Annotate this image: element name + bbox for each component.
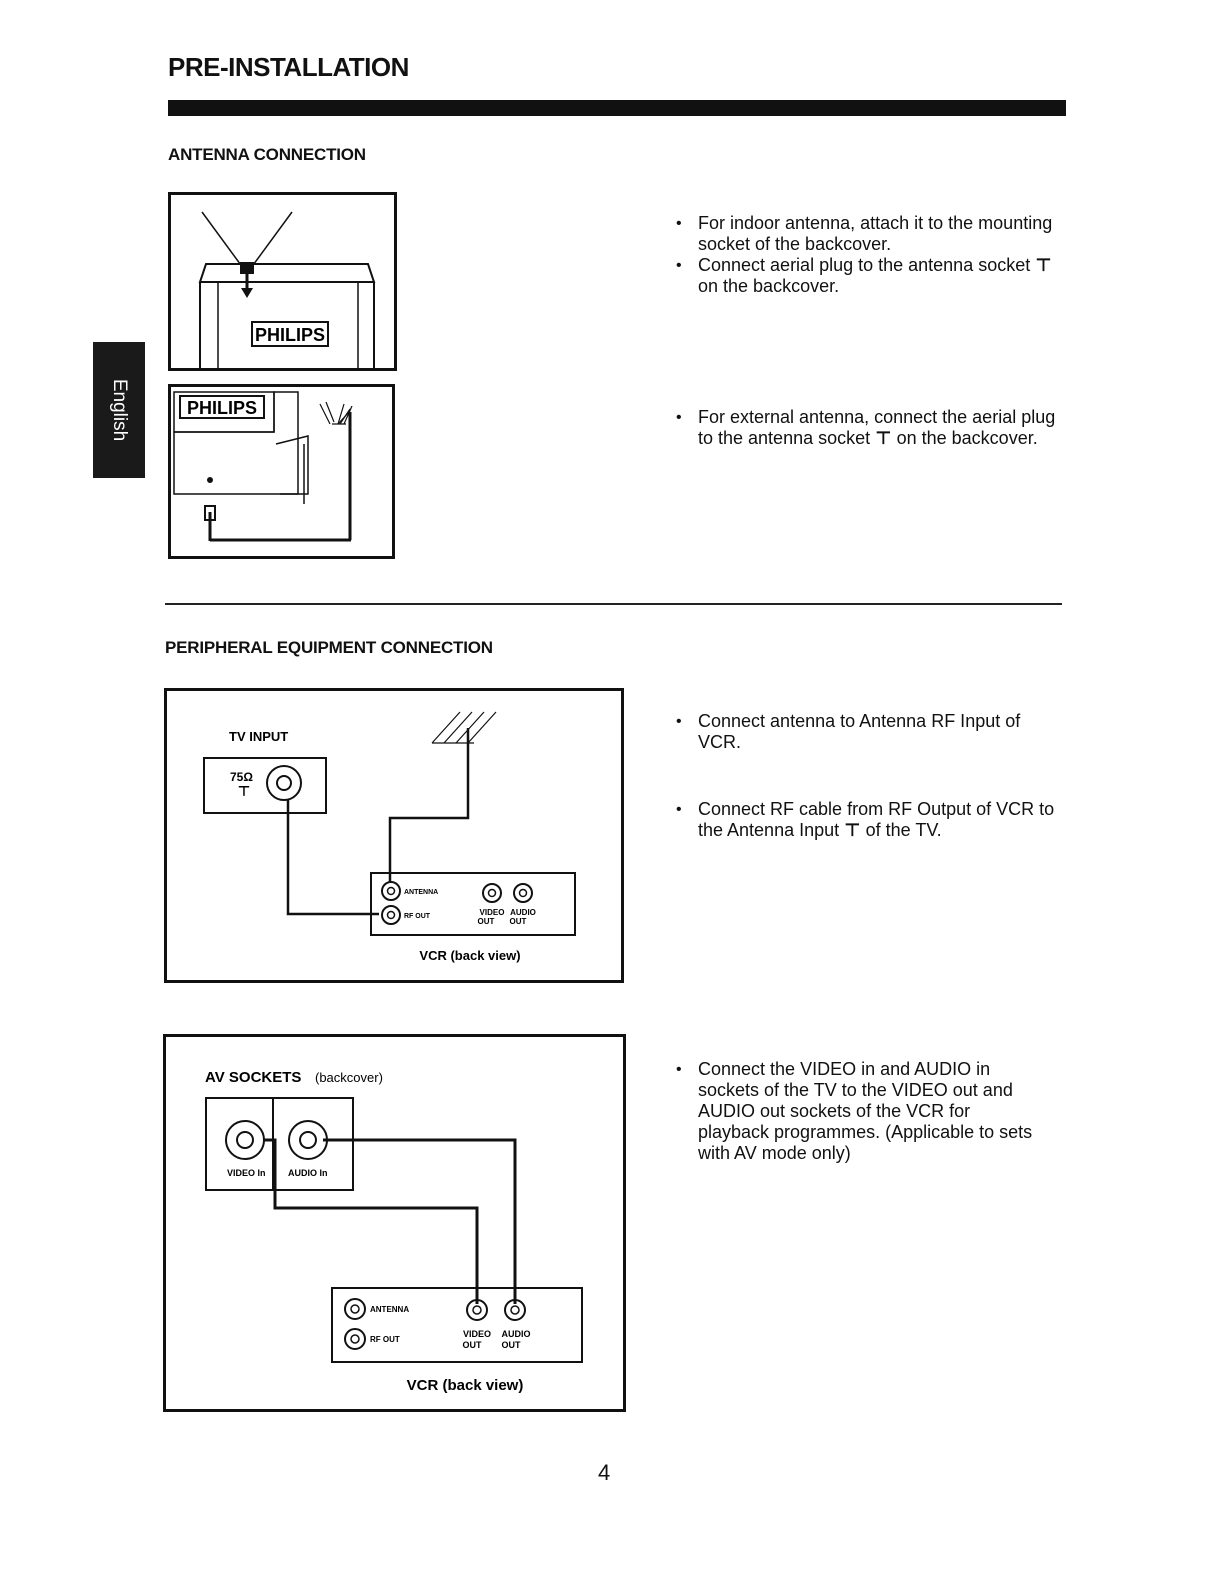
vcr-video-label-2: VIDEO (463, 1329, 491, 1339)
philips-logo-text-2: PHILIPS (187, 398, 257, 418)
tv-input-label: TV INPUT (229, 729, 288, 744)
list-item: Connect RF cable from RF Output of VCR t… (676, 799, 1056, 841)
backcover-label: (backcover) (315, 1070, 383, 1085)
vcr-video-out-label-2: OUT (463, 1340, 483, 1350)
av-connection-figure: AV SOCKETS (backcover) VIDEO In AUDIO In… (163, 1034, 626, 1412)
list-item: Connect the VIDEO in and AUDIO in socket… (676, 1059, 1036, 1164)
language-tab-label: English (109, 378, 130, 442)
philips-logo-text: PHILIPS (255, 325, 325, 345)
page-number: 4 (598, 1460, 611, 1485)
rf-connection-figure: TV INPUT 75Ω ⊤ ANTENNA RF OUT VIDEO AUDI… (164, 688, 624, 983)
rf-connection-diagram: TV INPUT 75Ω ⊤ ANTENNA RF OUT VIDEO AUDI… (164, 688, 624, 983)
list-item: For indoor antenna, attach it to the mou… (676, 213, 1076, 255)
list-item: Connect aerial plug to the antenna socke… (676, 255, 1076, 297)
vcr-audio-out-label: OUT (510, 917, 527, 926)
external-antenna-figure: PHILIPS (168, 384, 395, 559)
indoor-antenna-bullets: For indoor antenna, attach it to the mou… (676, 213, 1076, 297)
external-antenna-illustration: PHILIPS (168, 384, 395, 559)
antenna-socket-icon: ⊤ (875, 428, 892, 448)
ohm-label: 75Ω (230, 770, 253, 784)
section-divider (165, 603, 1062, 605)
vcr-caption: VCR (back view) (419, 948, 520, 963)
vcr-antenna-label-2: ANTENNA (370, 1305, 409, 1314)
vcr-rf-out-label-2: RF OUT (370, 1335, 400, 1344)
antenna-socket-icon: ⊤ (1035, 255, 1052, 275)
vcr-rf-out-label: RF OUT (404, 913, 431, 920)
vcr-caption-2: VCR (back view) (407, 1377, 524, 1394)
antenna-socket-icon: ⊤ (238, 783, 251, 799)
vcr-audio-label: AUDIO (510, 908, 536, 917)
list-item: Connect antenna to Antenna RF Input of V… (676, 711, 1056, 753)
av-connection-diagram: AV SOCKETS (backcover) VIDEO In AUDIO In… (163, 1034, 626, 1412)
antenna-socket-icon: ⊤ (844, 820, 861, 840)
rf-bullets: Connect antenna to Antenna RF Input of V… (676, 711, 1056, 753)
av-bullets: Connect the VIDEO in and AUDIO in socket… (676, 1059, 1036, 1164)
vcr-video-out-label: OUT (478, 917, 495, 926)
title-rule (168, 100, 1066, 116)
vcr-video-label: VIDEO (480, 908, 505, 917)
video-in-label: VIDEO In (227, 1168, 266, 1178)
antenna-section-heading: ANTENNA CONNECTION (168, 145, 366, 164)
list-item: For external antenna, connect the aerial… (676, 407, 1056, 449)
rf-cable-bullets: Connect RF cable from RF Output of VCR t… (676, 799, 1056, 841)
av-sockets-label: AV SOCKETS (205, 1069, 301, 1086)
peripheral-section-heading: PERIPHERAL EQUIPMENT CONNECTION (165, 638, 493, 657)
indoor-antenna-illustration: PHILIPS (168, 192, 397, 371)
language-tab: English (93, 342, 145, 478)
vcr-antenna-label: ANTENNA (404, 889, 438, 896)
page-title: PRE-INSTALLATION (168, 52, 409, 82)
external-antenna-bullets: For external antenna, connect the aerial… (676, 407, 1056, 449)
vcr-audio-label-2: AUDIO (502, 1329, 531, 1339)
indoor-antenna-figure: PHILIPS (168, 192, 397, 371)
audio-in-label: AUDIO In (288, 1168, 328, 1178)
vcr-audio-out-label-2: OUT (502, 1340, 522, 1350)
